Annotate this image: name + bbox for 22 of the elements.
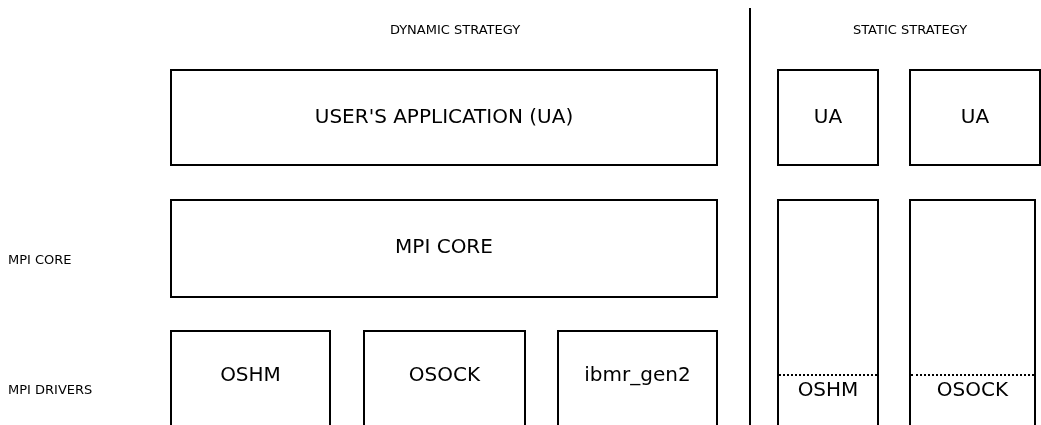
layer-label: USER'S APPLICATION (UA): [313, 104, 575, 128]
row-label: MPI DRIVERS: [8, 382, 93, 397]
strategy-heading: STATIC STRATEGY: [852, 22, 968, 37]
layer-label: OSHM: [796, 377, 860, 401]
layer-label: UA: [959, 104, 991, 128]
layer-box: [909, 69, 1041, 166]
layer-label: ibmr_gen2: [583, 362, 692, 386]
layer-box: [170, 199, 718, 298]
strategy-heading: DYNAMIC STRATEGY: [389, 22, 521, 37]
layer-box: [363, 330, 526, 425]
layer-box: [777, 69, 879, 166]
layer-box: [557, 330, 718, 425]
layer-box: [777, 199, 879, 425]
layer-label: MPI CORE: [394, 234, 494, 258]
layer-label: OSOCK: [407, 362, 482, 386]
layer-label: UA: [812, 104, 844, 128]
layer-label: OSOCK: [935, 377, 1010, 401]
layer-box: [170, 69, 718, 166]
layer-box: [170, 330, 331, 425]
row-label: MPI CORE: [8, 252, 72, 267]
layer-box: [909, 199, 1036, 425]
layer-label: OSHM: [219, 362, 282, 386]
